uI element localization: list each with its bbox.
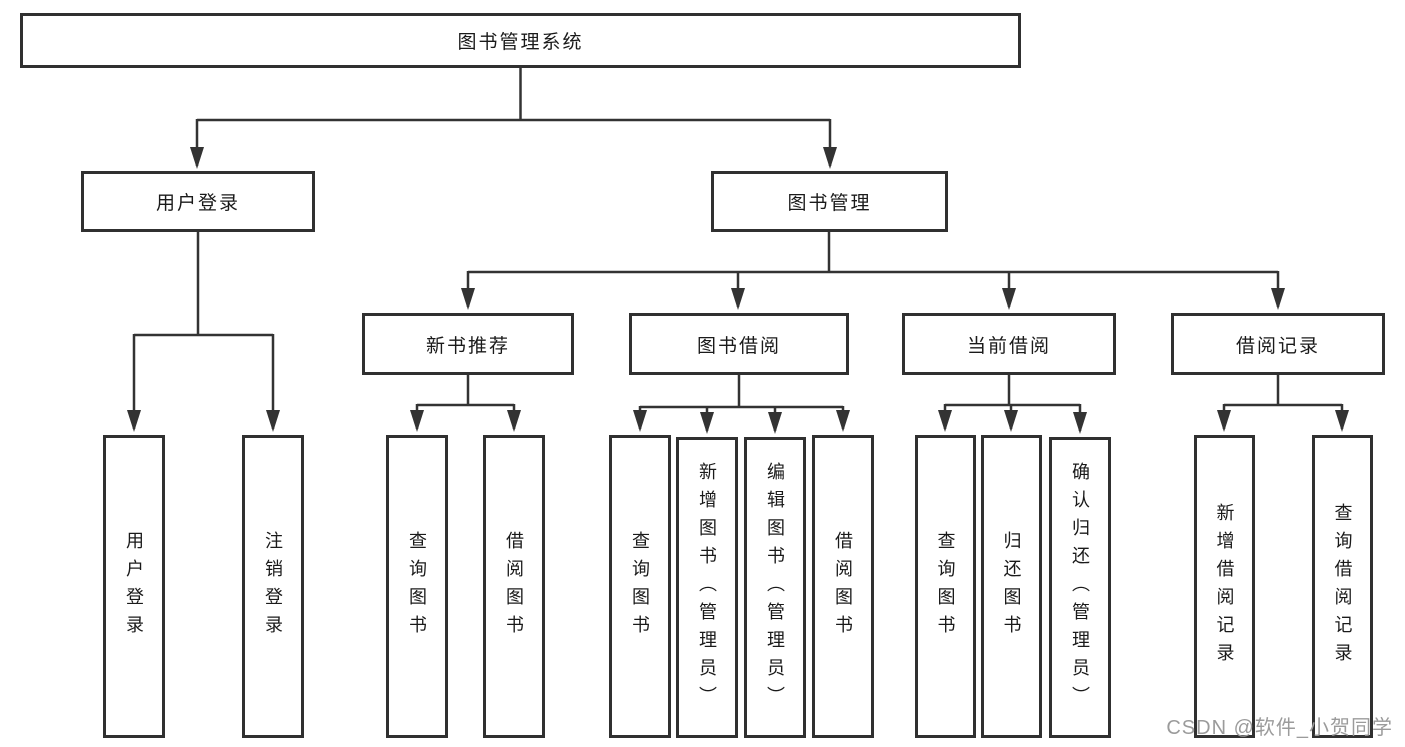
leaf-return-book: 归还图书 <box>981 435 1042 738</box>
node-book-management: 图书管理 <box>711 171 948 232</box>
leaf-query-borrow-record: 查询借阅记录 <box>1312 435 1373 738</box>
node-book-borrowing: 图书借阅 <box>629 313 849 375</box>
watermark-csdn: CSDN @软件_小贺同学 <box>1166 717 1393 739</box>
leaf-borrow-books-recommend: 借阅图书 <box>483 435 545 738</box>
node-current-borrowing: 当前借阅 <box>902 313 1116 375</box>
leaf-confirm-return-admin: 确认归还（管理员） <box>1049 437 1111 738</box>
node-user-login: 用户登录 <box>81 171 315 232</box>
leaf-logout: 注销登录 <box>242 435 304 738</box>
leaf-query-books-current: 查询图书 <box>915 435 976 738</box>
node-library-system: 图书管理系统 <box>20 13 1021 68</box>
leaf-query-books-borrowing: 查询图书 <box>609 435 671 738</box>
leaf-add-borrow-record: 新增借阅记录 <box>1194 435 1255 738</box>
node-borrowing-records: 借阅记录 <box>1171 313 1385 375</box>
leaf-query-books-recommend: 查询图书 <box>386 435 448 738</box>
leaf-user-login: 用户登录 <box>103 435 165 738</box>
leaf-add-book-admin: 新增图书（管理员） <box>676 437 738 738</box>
leaf-edit-book-admin: 编辑图书（管理员） <box>744 437 806 738</box>
node-new-book-recommend: 新书推荐 <box>362 313 574 375</box>
leaf-borrow-books-borrowing: 借阅图书 <box>812 435 874 738</box>
